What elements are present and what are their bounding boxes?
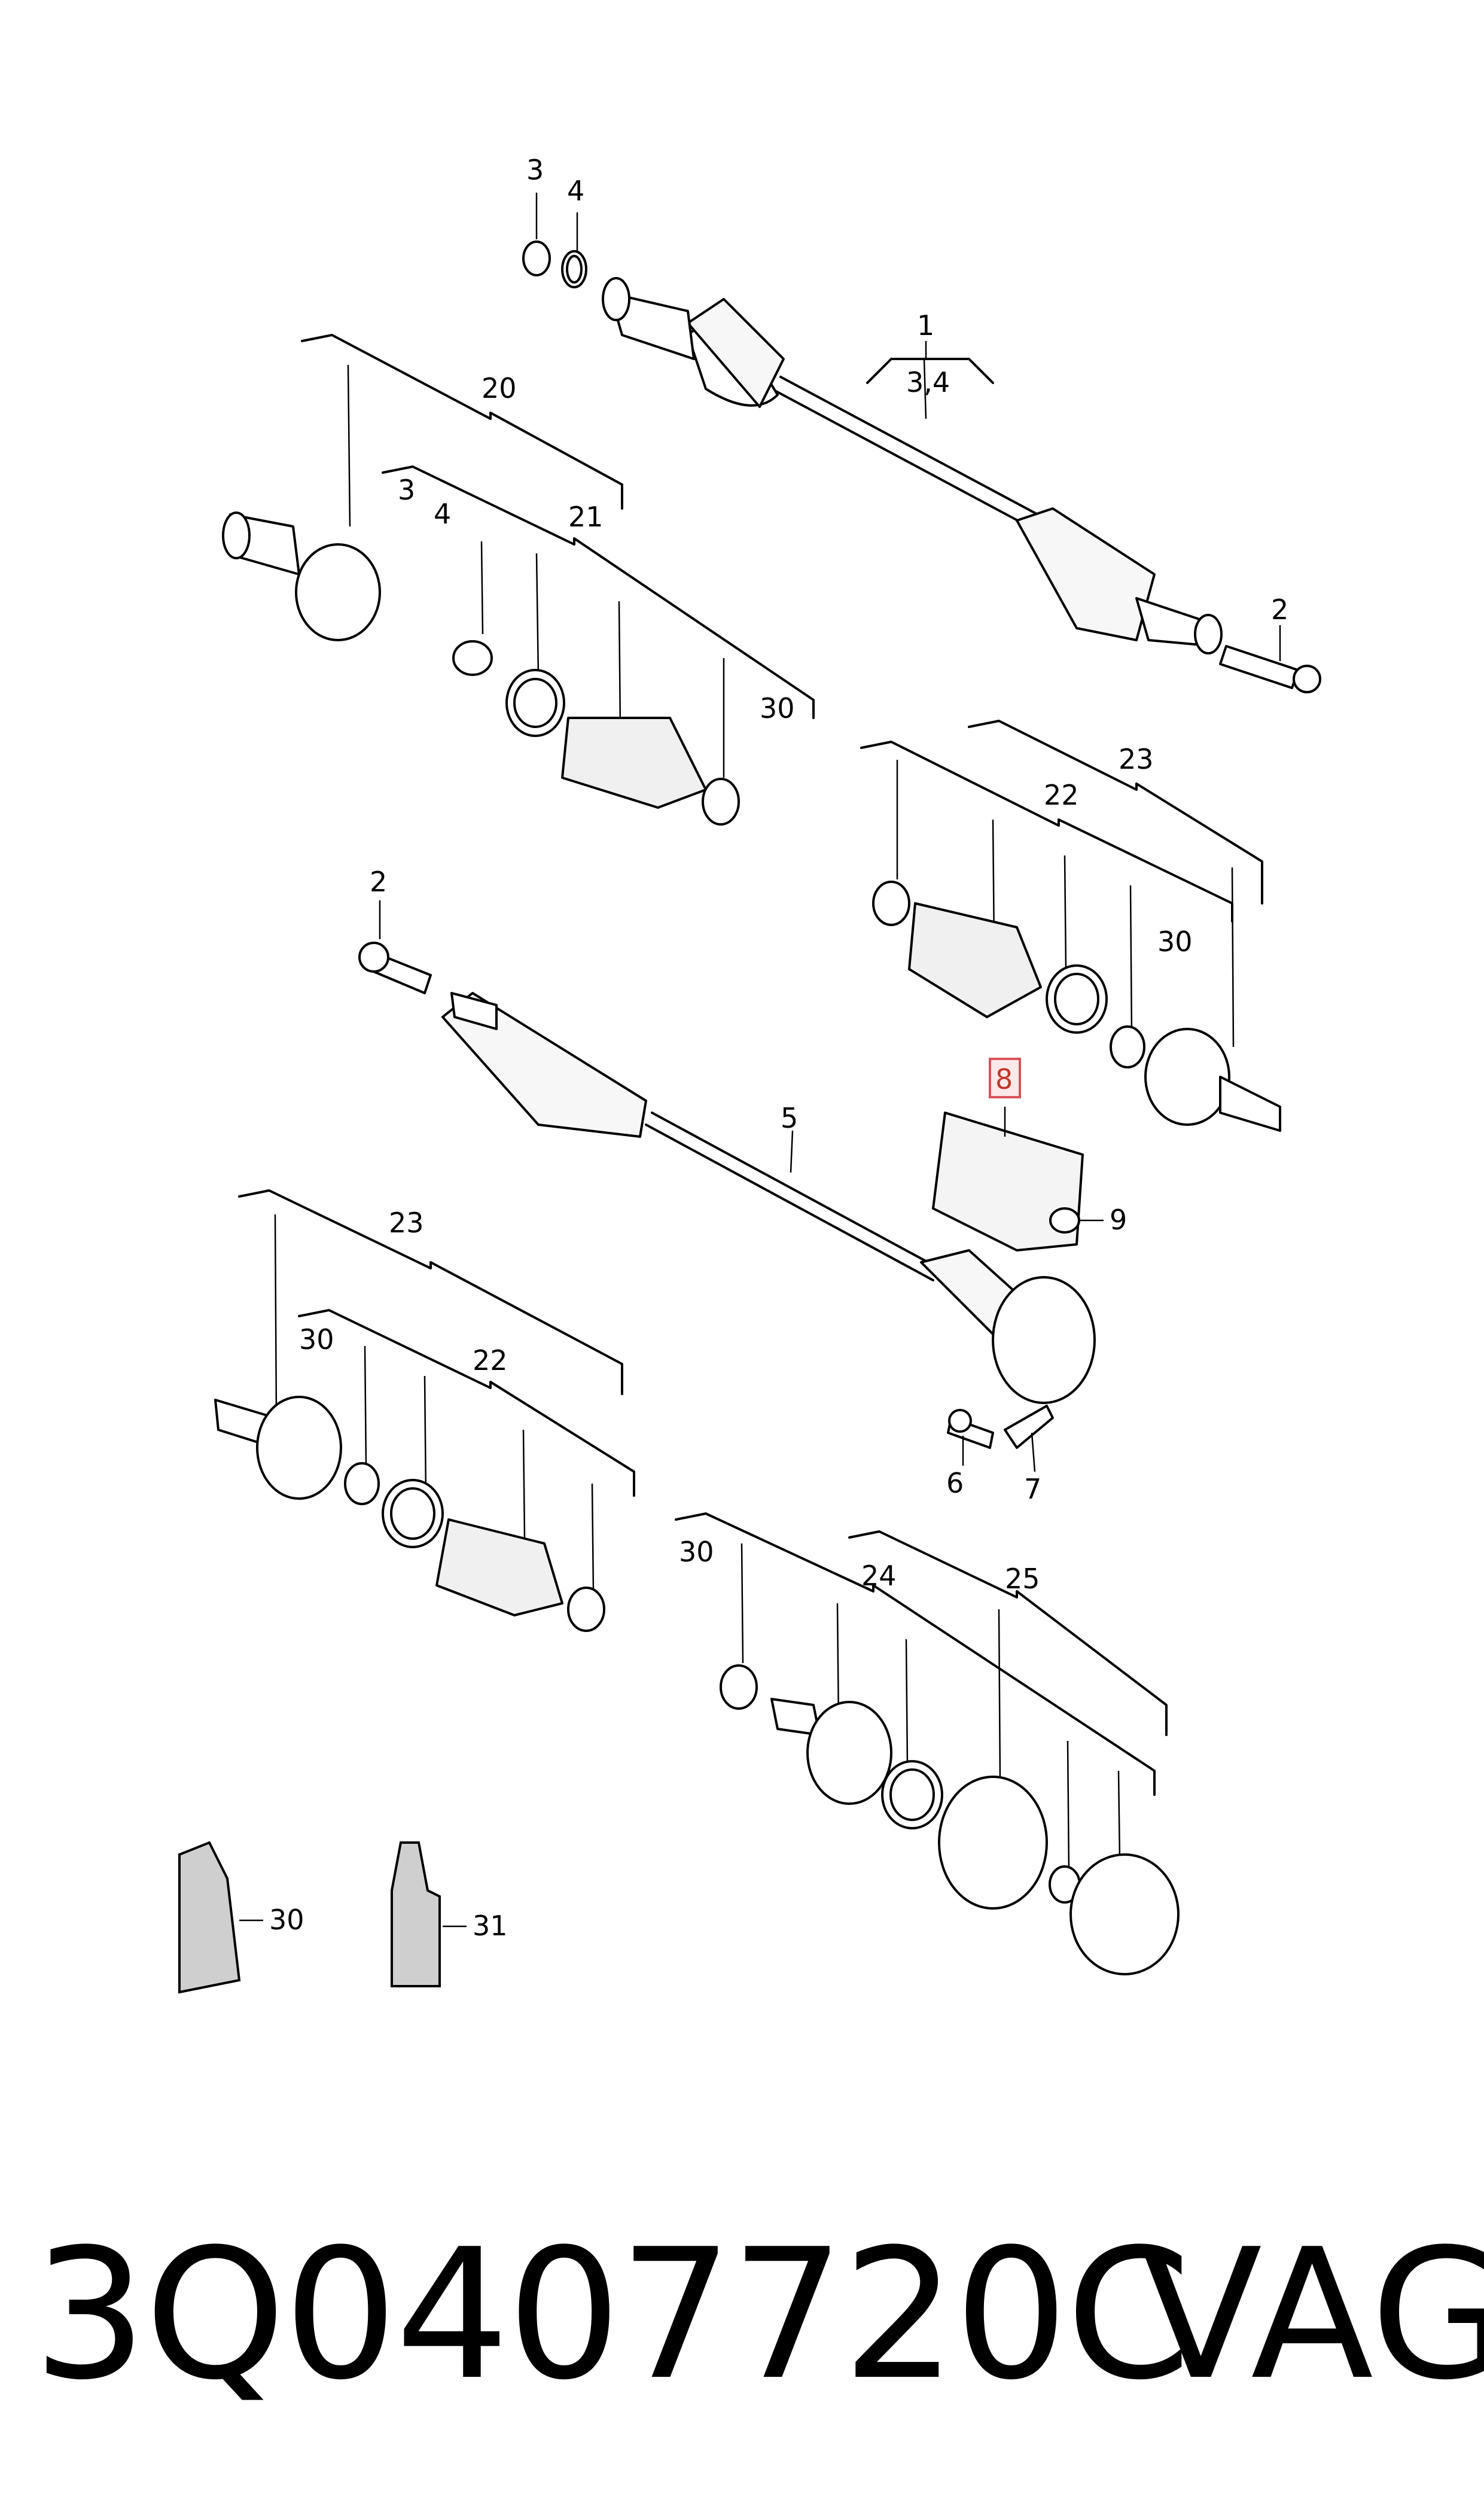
callout-2: 2: [370, 866, 387, 898]
callout-30: 30: [1157, 925, 1193, 958]
callout-4: 4: [567, 175, 584, 207]
driveshaft-upper: [602, 277, 1223, 654]
callout-25: 25: [1005, 1563, 1040, 1595]
callout-22: 22: [473, 1344, 508, 1377]
callout-30: 30: [760, 692, 795, 724]
heat-shield-8: [932, 1112, 1084, 1252]
clamp-22a: [872, 881, 910, 926]
callout-7: 7: [1024, 1473, 1041, 1505]
clamp-21b: [702, 778, 740, 826]
part-number: 3Q0407720C: [33, 2211, 1192, 2419]
callout-23: 23: [1119, 743, 1154, 775]
driveshaft-lower: [441, 992, 1096, 1404]
boot-21: [561, 717, 707, 809]
callout-30: 30: [269, 1904, 304, 1936]
callout-8: 8: [995, 1063, 1013, 1095]
callout-2: 2: [1271, 593, 1288, 626]
joint-25: [938, 1776, 1048, 1910]
callout-4: 4: [434, 498, 451, 530]
callout-3: 3: [398, 474, 415, 506]
callout-24: 24: [861, 1560, 897, 1592]
joint-23-left: [214, 1396, 342, 1500]
callout-3-4: 3,4: [906, 366, 950, 398]
circlip-30-left: [344, 1462, 380, 1505]
clamp-22-left-b: [567, 1587, 605, 1632]
callout-21: 21: [568, 501, 604, 533]
circlip-top: [522, 240, 587, 288]
callout-6: 6: [946, 1467, 964, 1499]
circlip-30: [1110, 1025, 1145, 1068]
exploded-driveshaft-diagram: 3 4 1 3,4 20 3 4 21 30 2 23 22 30 2 5 8 …: [178, 154, 1321, 1994]
boot-22-left: [435, 1518, 563, 1616]
clamp-22b: [1046, 964, 1108, 1034]
highlight-box-8: [989, 1058, 1021, 1098]
callout-1: 1: [917, 309, 934, 342]
clamp-21a: [505, 669, 565, 737]
clamp-24a: [720, 1664, 758, 1710]
callout-9: 9: [1110, 1204, 1127, 1236]
callout-20: 20: [482, 372, 517, 404]
joint-20: [222, 511, 381, 641]
bolt-right: [1219, 645, 1321, 693]
clamp-22-left: [382, 1479, 444, 1548]
callout-5: 5: [781, 1102, 798, 1134]
joint-24: [770, 1698, 892, 1805]
joint-23: [1144, 1028, 1281, 1132]
footer: 3Q0407720C VAG: [0, 2225, 1484, 2405]
grease-tube-30: [178, 1841, 241, 1994]
bolt-6: [947, 1409, 994, 1449]
bolt-left: [358, 942, 432, 994]
clamp-24b: [881, 1760, 943, 1829]
callout-30: 30: [679, 1536, 714, 1568]
boot-22: [908, 902, 1042, 1018]
callout-30: 30: [299, 1323, 334, 1356]
callout-31: 31: [473, 1910, 508, 1942]
circlip-4: [452, 640, 493, 676]
sealant-bottle-31: [391, 1841, 441, 1987]
callout-22: 22: [1044, 779, 1079, 811]
nut-9: [1049, 1207, 1080, 1234]
callout-23: 23: [389, 1207, 424, 1239]
callout-3: 3: [526, 154, 544, 186]
plate-7: [1004, 1405, 1054, 1449]
brand-name: VAG: [1139, 2211, 1484, 2419]
cap-25: [1069, 1853, 1180, 1975]
